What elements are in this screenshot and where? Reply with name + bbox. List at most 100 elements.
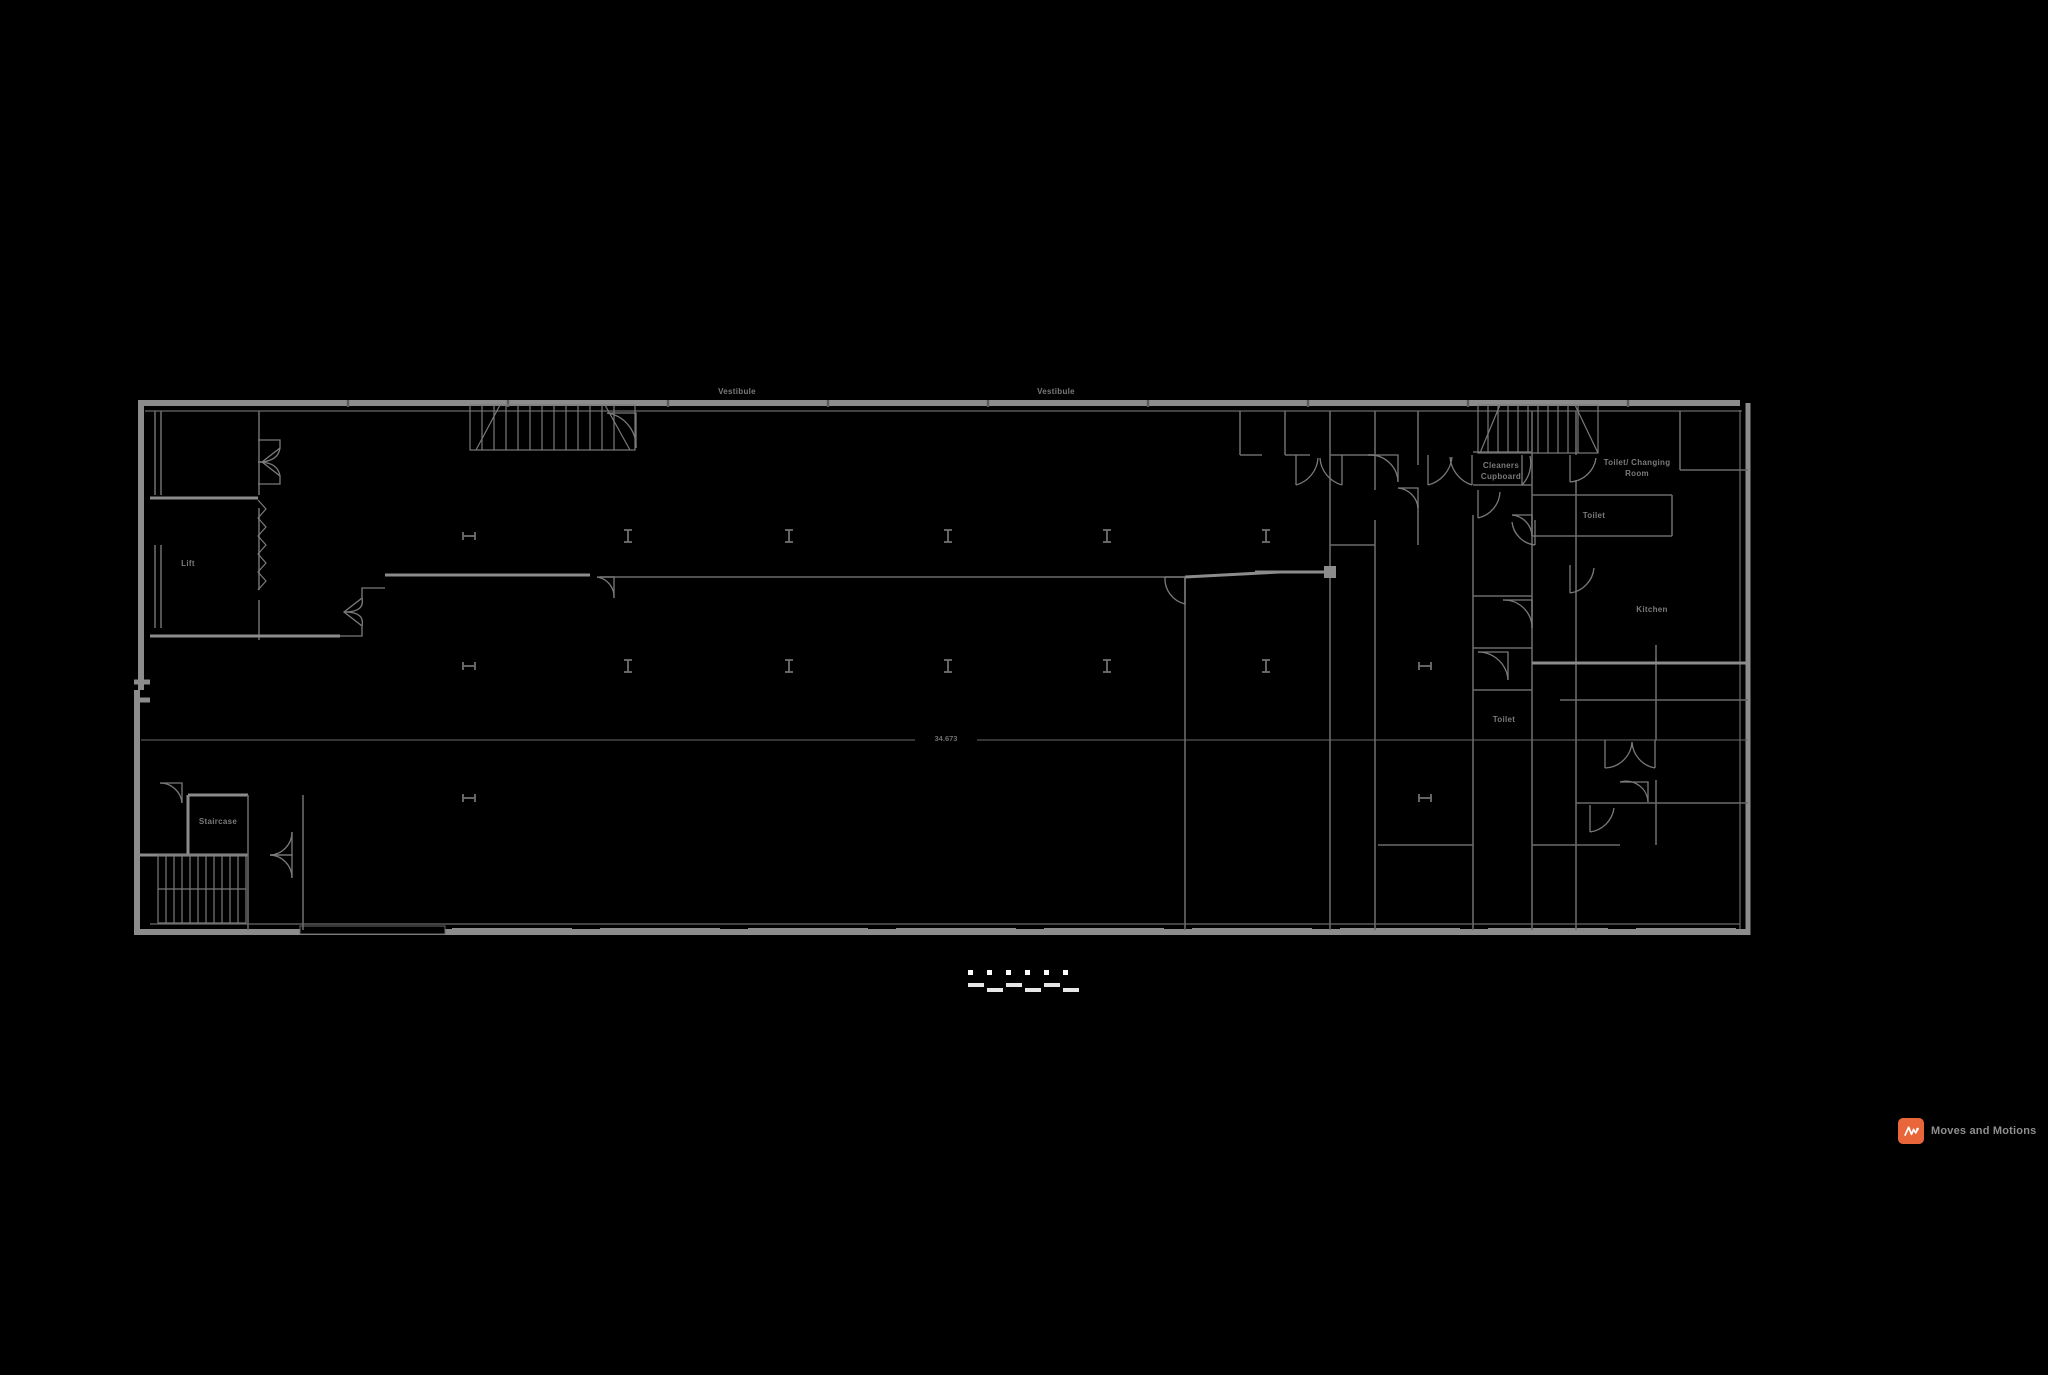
dimension-label-text: 34.673 [935,734,958,743]
column-col-r1-c3 [785,529,793,543]
door-arc [1511,514,1533,537]
window-panel [600,928,720,934]
brand-watermark: Moves and Motions [1898,1118,2036,1144]
scale-segment [1006,983,1022,987]
window-mullions-top [346,400,1630,407]
column-col-r3-c7 [1418,794,1432,802]
column-col-r3-c1 [462,794,476,802]
lift-symbol [257,499,267,591]
door-arc [257,461,281,477]
column-col-r1-c1 [462,532,476,540]
scale-tick [1025,970,1030,975]
column-col-r2-c1 [462,662,476,670]
door-leaf [1368,454,1399,482]
door-arc [596,576,615,599]
scale-tick [1044,970,1049,975]
door-arc [1589,807,1615,833]
door-swings [159,412,1656,879]
motion-wave-icon [1898,1118,1924,1144]
scale-tick [987,970,992,975]
scale-tick [1063,970,1068,975]
door-arc [1367,454,1399,483]
door-arc [269,831,293,856]
column-col-r1-c5 [1103,529,1111,543]
door-arc [1477,491,1501,519]
column-col-r1-c6 [1262,529,1270,543]
door-leaf [597,576,615,598]
room-label-toilet-upper: Toilet [1583,511,1606,520]
door-arc [1569,567,1595,594]
door-arc [1319,457,1343,486]
window-panels-bottom [299,925,1736,935]
room-label-lift: Lift [181,559,195,568]
door-leaf [1620,781,1649,802]
dimension-label-bg [915,731,977,746]
door-arc [269,854,293,879]
door-arc [1295,457,1319,486]
brand-name-text: Moves and Motions [1931,1125,2037,1137]
stair-diagonal [604,404,631,451]
column-col-r1-c2 [624,529,632,543]
door-arc [1569,457,1597,483]
window-panel [1488,928,1608,934]
internal-walls [140,411,1748,930]
window-panel [1636,928,1736,934]
door-leaf [607,412,637,448]
door-arc [1521,455,1532,486]
dimension-annotation: 34.673 [915,731,977,746]
room-label-vestibule-1: Vestibule [718,387,756,396]
door-arc [1477,651,1509,681]
door-arc [1427,456,1453,486]
lift-zigzag [257,499,267,591]
column-col-r2-c5 [1103,659,1111,673]
wall-jamb-block [1324,566,1336,578]
stair-outline [469,404,636,451]
door-arc [1164,576,1186,605]
door-arc [344,611,364,627]
stair-diagonal [1574,404,1599,454]
column-col-r2-c2 [624,659,632,673]
door-arc [1397,487,1419,509]
door-arc [1619,780,1649,803]
scale-tick [1006,970,1011,975]
structural-columns [462,529,1432,802]
room-label-kitchen: Kitchen [1636,605,1667,614]
door-leaf [1478,651,1509,680]
column-col-r2-c3 [785,659,793,673]
scale-tick [968,970,973,975]
door-leaf [160,782,183,803]
window-panel [896,928,1016,934]
door-arc [1502,599,1533,629]
door-arc [606,412,637,449]
stair-diagonal [1479,404,1501,454]
room-label-vestibule-2: Vestibule [1037,387,1075,396]
window-panel [452,928,572,934]
window-panel [1340,928,1460,934]
scale-segment [1044,983,1060,987]
door-arc [159,782,183,804]
door-arc [1631,741,1656,769]
door-leaf-2 [270,854,293,878]
door-leaf [1165,576,1186,604]
stairs-top-left [469,404,636,451]
door-swing [340,587,385,637]
stairs-right-wing [1477,404,1599,454]
scale-segment [1063,988,1079,992]
window-panel [748,928,868,934]
window-panel [1044,928,1164,934]
door-arc [1449,456,1473,486]
window-panel [1192,928,1312,934]
scale-segment [1025,988,1041,992]
scale-segment [968,983,984,987]
stair-diagonal [475,404,501,451]
column-col-r2-c6 [1262,659,1270,673]
room-label-toilet-lower: Toilet [1493,715,1516,724]
door-leaf [1503,599,1533,628]
scale-bar [968,970,1079,992]
window-panel [299,925,446,935]
door-arc [1511,521,1536,546]
